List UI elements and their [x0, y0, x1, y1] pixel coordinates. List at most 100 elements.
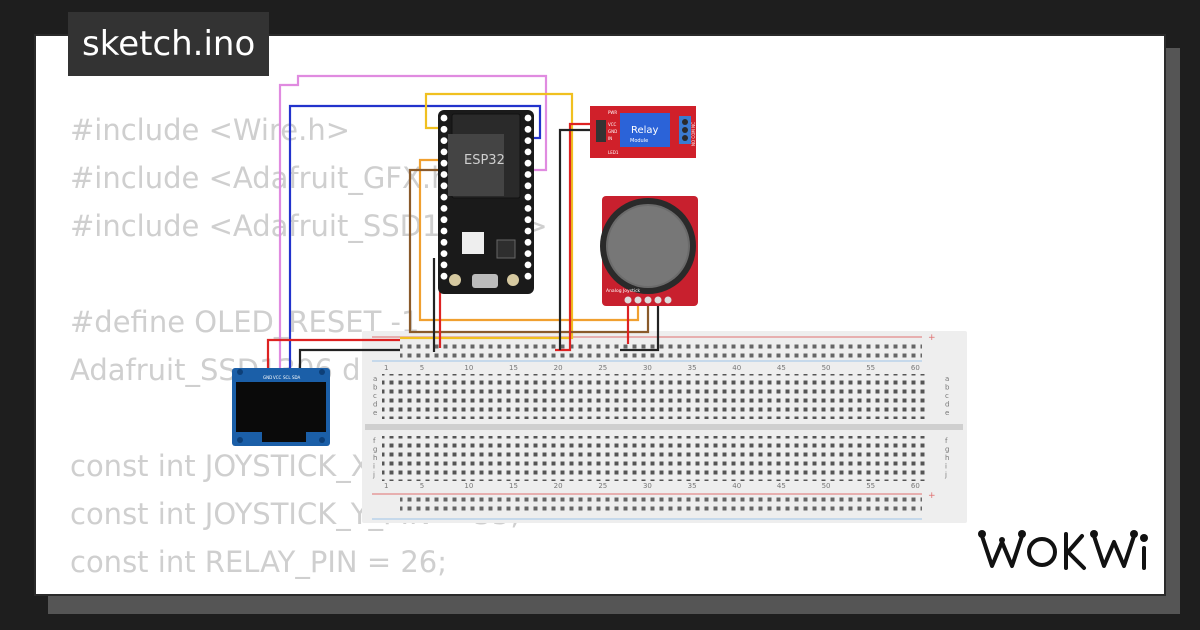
relay-sublabel: Module	[630, 138, 648, 144]
esp32-pin	[524, 114, 532, 122]
breadboard-column-number: 35	[688, 364, 697, 372]
wire-brown	[408, 168, 650, 334]
esp32-pin	[440, 261, 448, 269]
oled-pin-scl: SCL	[283, 375, 291, 380]
breadboard-row-letter: a	[945, 375, 949, 383]
esp32-pin	[524, 205, 532, 212]
breadboard-row-letter: i	[373, 463, 375, 471]
plus-rail-label: +	[928, 333, 936, 343]
breadboard-column-number: 20	[554, 364, 563, 372]
esp32-pin	[440, 250, 448, 257]
breadboard-row-letter: f	[945, 437, 948, 445]
esp32-pin	[440, 114, 448, 122]
breadboard-row-letter: f	[373, 437, 376, 445]
esp32-pin	[524, 137, 532, 145]
esp32-pin	[524, 272, 532, 280]
esp32-pin	[440, 148, 448, 156]
breadboard-row-letter: j	[372, 471, 375, 479]
code-line: const int RELAY_PIN = 26;	[70, 545, 448, 579]
breadboard-column-number: 1	[384, 482, 388, 490]
esp32-pin	[440, 137, 448, 145]
esp32-pin	[440, 125, 448, 133]
esp32-pin	[524, 193, 532, 201]
breadboard-column-number: 15	[509, 482, 518, 490]
esp32-pin	[524, 238, 532, 246]
wire-black-joy	[620, 305, 660, 352]
oled-pin-sda: SDA	[292, 375, 301, 380]
code-line: #include <Adafruit_GFX.h>	[70, 161, 474, 195]
breadboard-row-letter: g	[373, 446, 377, 454]
breadboard-row-letter: g	[945, 446, 949, 454]
wires	[266, 74, 660, 372]
esp32-pin	[440, 272, 448, 280]
oled-display[interactable]: GND VCC SCL SDA	[232, 368, 330, 446]
breadboard-column-number: 10	[464, 482, 473, 490]
breadboard-row-letter: e	[945, 409, 949, 417]
breadboard-column-number: 25	[598, 482, 607, 490]
breadboard-row-letter: b	[373, 384, 378, 392]
wire-red-relay	[555, 122, 593, 352]
relay-module[interactable]: Relay Module VCC GND IN PWR LED1 NO COM …	[590, 106, 696, 158]
wokwi-logo	[978, 530, 1148, 570]
breadboard-column-number: 5	[420, 364, 424, 372]
breadboard-column-number: 55	[866, 364, 875, 372]
breadboard-column-number: 55	[866, 482, 875, 490]
breadboard-column-number: 50	[822, 364, 831, 372]
esp32-label: ESP32	[464, 153, 505, 168]
breadboard-column-number: 25	[598, 364, 607, 372]
relay-terminal-labels: NO COM NC	[691, 122, 696, 146]
breadboard-column-number: 20	[554, 482, 563, 490]
breadboard-row-letter: c	[945, 392, 949, 400]
wire-yellow	[400, 92, 574, 340]
relay-led-1: LED1	[608, 150, 619, 155]
esp32-pin	[440, 205, 448, 212]
esp32-pin	[524, 171, 532, 178]
joystick-name: Analog Joystick	[606, 288, 641, 294]
breadboard-row-letter: c	[373, 392, 377, 400]
esp32-pin	[524, 250, 532, 257]
breadboard-row-letter: a	[373, 375, 377, 383]
esp32-pin	[524, 182, 532, 190]
esp32-pin	[524, 148, 532, 156]
breadboard-column-number: 50	[822, 482, 831, 490]
esp32-pin	[524, 125, 532, 133]
oled-pin-gnd: GND	[263, 375, 272, 380]
wire-black-oled	[298, 348, 400, 372]
relay-pin-gnd: GND	[608, 129, 617, 134]
esp32-pin	[440, 171, 448, 178]
breadboard-column-number: 60	[911, 364, 920, 372]
breadboard-column-number: 1	[384, 364, 388, 372]
breadboard-row-letter: j	[944, 471, 947, 479]
breadboard-column-number: 40	[732, 364, 741, 372]
breadboard-row-letter: e	[373, 409, 377, 417]
breadboard-column-number: 45	[777, 364, 786, 372]
breadboard-row-letter: d	[373, 401, 377, 409]
breadboard-row-letter: d	[945, 401, 949, 409]
breadboard-row-letter: b	[945, 384, 950, 392]
esp32-pin	[440, 238, 448, 246]
relay-pin-in: IN	[608, 136, 612, 141]
file-tab[interactable]: sketch.ino	[68, 12, 270, 76]
oled-pin-vcc: VCC	[273, 375, 282, 380]
wire-blue	[288, 104, 542, 372]
esp32-pin	[440, 193, 448, 201]
wire-black-relay	[558, 128, 593, 350]
esp32-pin	[524, 216, 532, 224]
wire-red-oled	[266, 338, 400, 372]
esp32-board[interactable]: ESP32	[438, 110, 534, 294]
breadboard-row-letter: i	[945, 463, 947, 471]
esp32-pin	[440, 216, 448, 224]
esp32-pin	[440, 182, 448, 190]
breadboard-row-letter: h	[373, 454, 377, 462]
breadboard-column-number: 15	[509, 364, 518, 372]
relay-led-pwr: PWR	[608, 110, 617, 115]
breadboard-column-number: 30	[643, 482, 652, 490]
esp32-pin	[524, 227, 532, 235]
relay-label: Relay	[631, 125, 659, 136]
joystick-module[interactable]: Analog Joystick	[600, 196, 698, 306]
plus-rail-label: +	[928, 491, 936, 501]
esp32-pin	[440, 159, 448, 167]
breadboard-column-number: 35	[688, 482, 697, 490]
